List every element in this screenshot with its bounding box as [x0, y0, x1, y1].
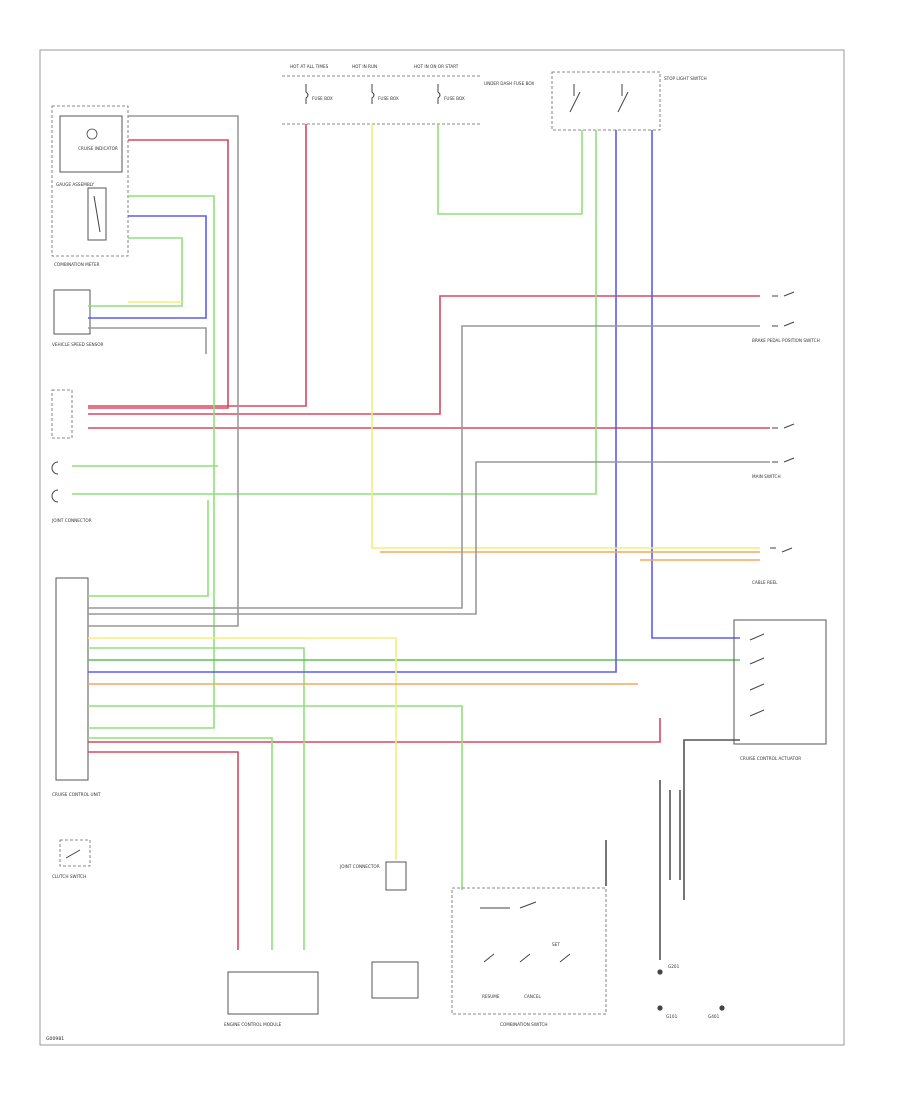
wire-green-5 — [437, 124, 583, 215]
label-engine-control-module: ENGINE CONTROL MODULE — [224, 1022, 282, 1027]
wire-blue-3 — [651, 130, 740, 639]
wire-green-9 — [88, 737, 273, 950]
label-vehicle-speed-sensor: VEHICLE SPEED SENSOR — [52, 342, 104, 347]
label-set: SET — [552, 942, 560, 947]
label-clutch-switch: CLUTCH SWITCH — [52, 874, 86, 879]
wire-yellow-1 — [371, 124, 760, 549]
stop-light-switch: STOP LIGHT SWITCH — [551, 71, 707, 131]
wire-black-1 — [683, 739, 740, 900]
label-hot-at-all-times: HOT AT ALL TIMES — [290, 64, 329, 69]
cruise-control-unit: CRUISE CONTROL UNIT — [52, 577, 101, 797]
label-actuator: CRUISE CONTROL ACTUATOR — [740, 756, 801, 761]
wire-red-5 — [88, 718, 661, 743]
fuse-area: HOT AT ALL TIMES HOT IN RUN HOT IN ON OR… — [282, 64, 534, 125]
ground-icon — [657, 969, 663, 975]
label-joint-connector: JOINT CONNECTOR — [51, 518, 92, 523]
footer-label: G00981 — [46, 1036, 64, 1042]
wire-blue-1 — [88, 215, 207, 319]
clutch-switch: CLUTCH SWITCH — [52, 839, 91, 879]
wire-green-1 — [88, 195, 215, 729]
wire-red-6 — [88, 751, 239, 950]
label-stop-switch: STOP LIGHT SWITCH — [664, 76, 707, 81]
label-fuse-c: FUSE BOX — [444, 96, 465, 101]
vehicle-speed-connector: JOINT CONNECTOR — [339, 861, 419, 999]
wires — [72, 115, 770, 960]
wire-red-2 — [88, 124, 307, 407]
label-cruise-control-unit: CRUISE CONTROL UNIT — [52, 792, 101, 797]
wire-yellow-3 — [88, 637, 397, 860]
label-ground-c: G201 — [668, 964, 680, 969]
combination-switch: SET RESUME CANCEL COMBINATION SWITCH — [451, 887, 607, 1027]
wire-red-1 — [88, 139, 229, 409]
label-hot-in-on-or-start: HOT IN ON OR START — [414, 64, 459, 69]
wire-green-2 — [88, 237, 183, 307]
fuse-c-icon — [437, 84, 441, 104]
cable-reel: CABLE REEL — [752, 547, 793, 585]
label-cable-reel: CABLE REEL — [752, 580, 778, 585]
label-ground-b: G401 — [708, 1014, 720, 1019]
label-resume: RESUME — [482, 994, 500, 999]
wire-green-4 — [72, 130, 597, 495]
ground-icon — [657, 1005, 663, 1011]
wire-green-8 — [88, 705, 463, 890]
label-main-switch: MAIN SWITCH — [752, 474, 781, 479]
cruise-control-actuator: CRUISE CONTROL ACTUATOR — [733, 619, 827, 761]
brake-switch: BRAKE PEDAL POSITION SWITCH — [752, 291, 820, 343]
wire-gray-2 — [88, 461, 770, 615]
joint-connector: JOINT CONNECTOR — [51, 389, 92, 523]
label-ground-a: G101 — [666, 1014, 678, 1019]
gauge-assembly: CRUISE INDICATOR GAUGE ASSEMBLY COMBINAT… — [51, 105, 129, 267]
vehicle-speed-sensor: VEHICLE SPEED SENSOR — [52, 289, 104, 347]
main-switch: MAIN SWITCH — [752, 423, 795, 479]
fuse-b-icon — [371, 84, 375, 104]
fuse-a-icon — [305, 84, 309, 104]
label-brake-switch: BRAKE PEDAL POSITION SWITCH — [752, 338, 820, 343]
wire-gray-3 — [88, 115, 239, 627]
label-hot-in-run: HOT IN RUN — [352, 64, 377, 69]
wire-gray-1 — [88, 325, 760, 609]
ground-icon — [719, 1005, 725, 1011]
wire-green-6 — [88, 500, 209, 597]
engine-control-module: ENGINE CONTROL MODULE — [224, 971, 319, 1027]
label-cancel: CANCEL — [524, 994, 541, 999]
wire-blue-2 — [88, 130, 617, 673]
grounds: G101 G401 G201 — [657, 964, 725, 1019]
cruise-indicator-icon — [86, 128, 98, 140]
wire-red-3 — [88, 295, 760, 415]
diagram-frame — [39, 49, 845, 1046]
wire-gray-4 — [88, 327, 207, 354]
wire-green-7 — [88, 647, 305, 950]
label-cruise-indicator: CRUISE INDICATOR — [78, 146, 118, 151]
label-underhood-box: UNDER DASH FUSE BOX — [484, 81, 534, 86]
label-combination-meter: COMBINATION METER — [54, 262, 100, 267]
label-joint-connector-bottom: JOINT CONNECTOR — [339, 864, 380, 869]
label-combination-switch: COMBINATION SWITCH — [500, 1022, 548, 1027]
label-fuse-a: FUSE BOX — [312, 96, 333, 101]
label-fuse-b: FUSE BOX — [378, 96, 399, 101]
label-gauge-assembly: GAUGE ASSEMBLY — [56, 182, 94, 187]
